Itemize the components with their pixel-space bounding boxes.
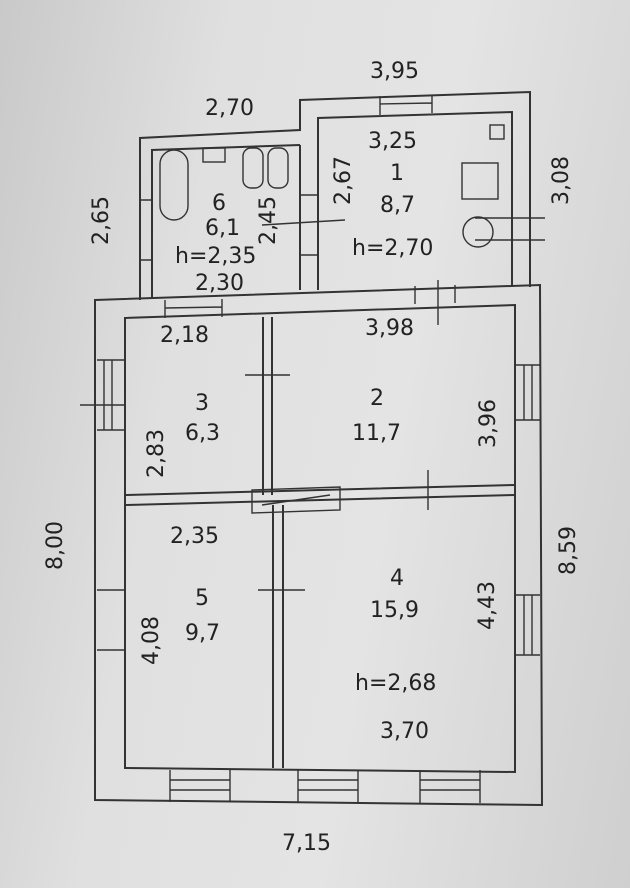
room4-area: 15,9	[370, 598, 419, 623]
total-length-right: 8,59	[556, 526, 581, 575]
kitchen-depth: 2,67	[331, 156, 356, 205]
room5-number: 5	[195, 586, 209, 611]
room5-depth: 4,08	[139, 616, 164, 665]
toilet-icon	[242, 147, 264, 189]
room4-depth: 4,43	[475, 581, 500, 630]
kitchen-height: h=2,70	[352, 236, 433, 261]
bathroom-height: h=2,35	[175, 244, 256, 269]
total-length-left: 8,00	[43, 521, 68, 570]
bathroom-number: 6	[212, 191, 226, 216]
annex-depth-right: 3,08	[549, 156, 574, 205]
room2-number: 2	[370, 386, 384, 411]
bathtub-icon	[159, 149, 189, 221]
room3-depth: 2,83	[144, 429, 169, 478]
fixtures	[159, 124, 505, 248]
room5-area: 9,7	[185, 621, 220, 646]
annex-width-left: 2,70	[205, 96, 254, 121]
boiler-icon	[462, 216, 494, 248]
room3-width: 2,18	[160, 323, 209, 348]
main-walls	[80, 90, 545, 807]
room3-number: 3	[195, 391, 209, 416]
room4-height: h=2,68	[355, 671, 436, 696]
sink-icon	[202, 147, 226, 163]
annex-depth-left: 2,65	[89, 196, 114, 245]
kitchen-sink-icon	[489, 124, 505, 140]
room5-width: 2,35	[170, 524, 219, 549]
room2-width: 3,98	[365, 316, 414, 341]
room4-width: 3,70	[380, 719, 429, 744]
kitchen-area: 8,7	[380, 193, 415, 218]
room4-number: 4	[390, 566, 404, 591]
toilet-icon	[267, 147, 289, 189]
bathroom-width: 2,30	[195, 271, 244, 296]
room2-depth: 3,96	[476, 399, 501, 448]
total-width: 7,15	[282, 831, 331, 856]
kitchen-width: 3,25	[368, 129, 417, 154]
room3-area: 6,3	[185, 421, 220, 446]
bathroom-area: 6,1	[205, 216, 240, 241]
room2-area: 11,7	[352, 421, 401, 446]
kitchen-number: 1	[390, 161, 404, 186]
stove-icon	[461, 162, 499, 200]
bathroom-depth: 2,45	[256, 196, 281, 245]
annex-width-right: 3,95	[370, 59, 419, 84]
